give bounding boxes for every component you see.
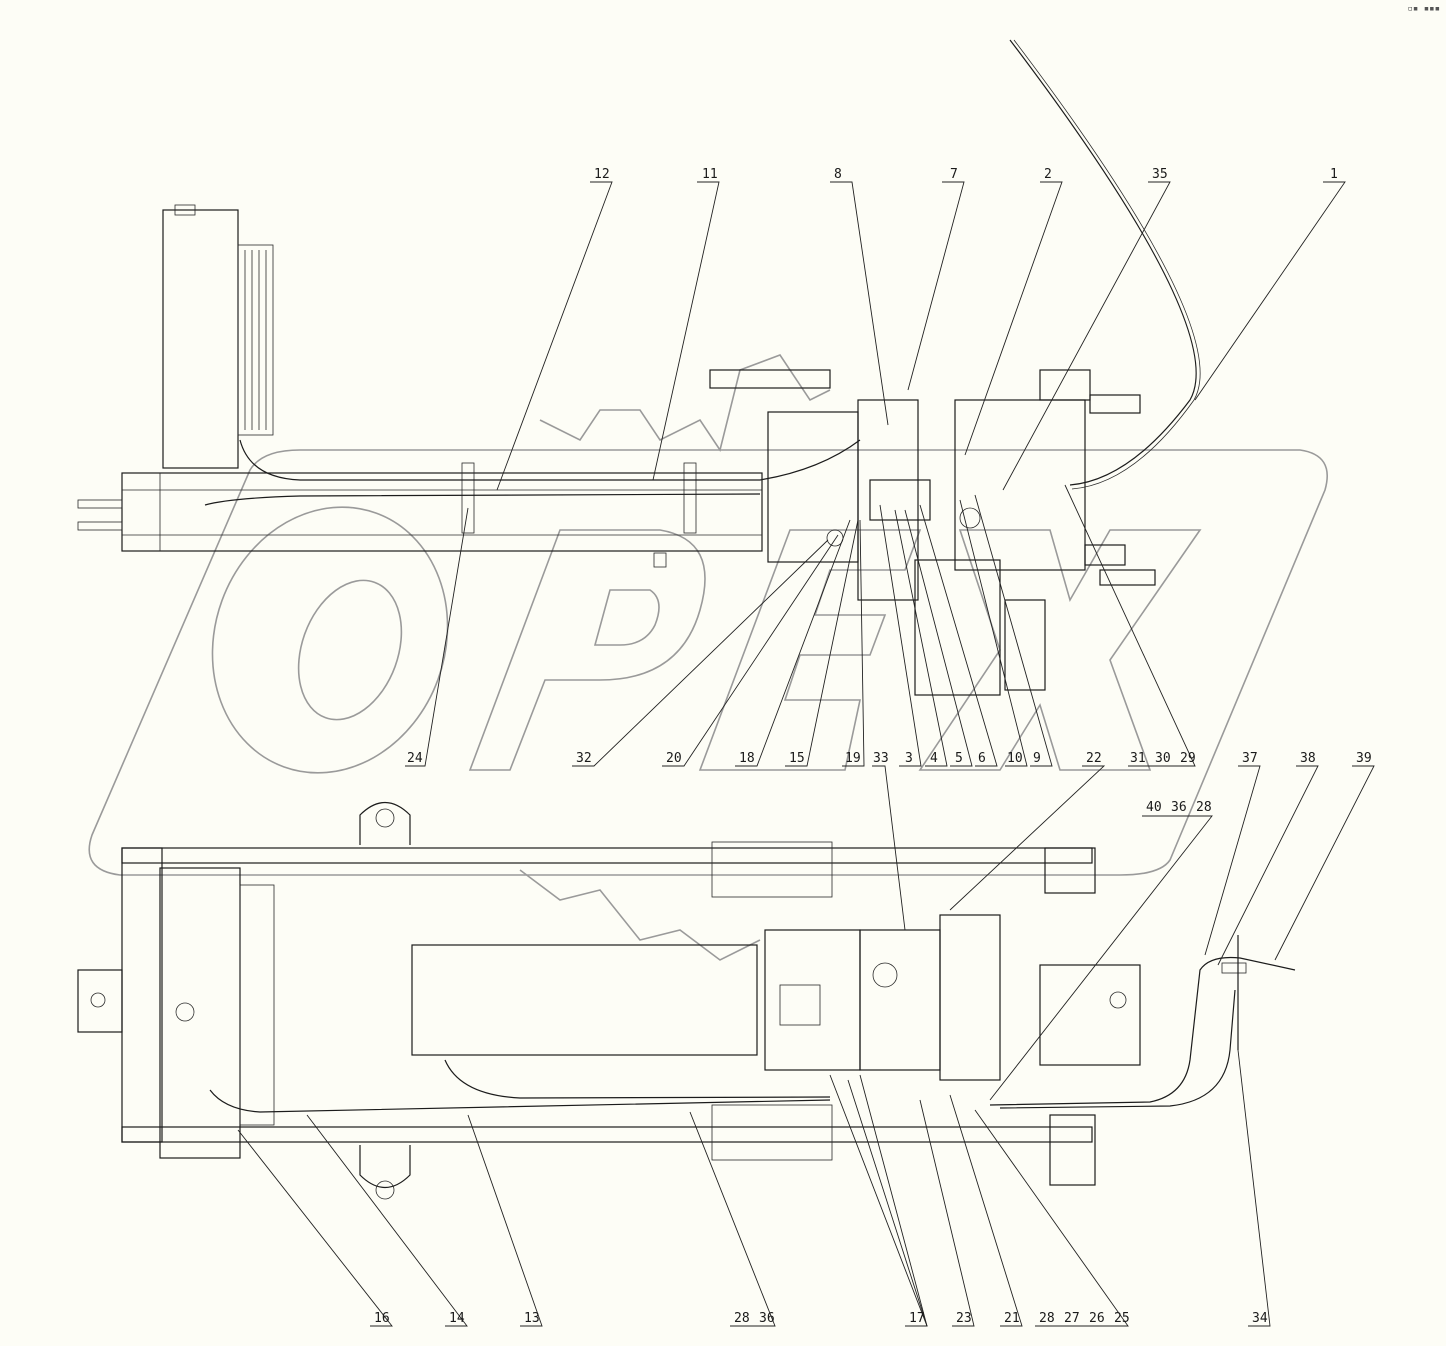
callout-7: 7 bbox=[950, 167, 958, 182]
callout-28-a: 28 bbox=[734, 1311, 750, 1326]
callout-25: 25 bbox=[1114, 1311, 1130, 1326]
callout-30: 30 bbox=[1155, 751, 1171, 766]
callout-2: 2 bbox=[1044, 167, 1052, 182]
callout-19: 19 bbox=[845, 751, 861, 766]
callout-13: 13 bbox=[524, 1311, 540, 1326]
callout-37: 37 bbox=[1242, 751, 1258, 766]
callout-14: 14 bbox=[449, 1311, 465, 1326]
callout-15: 15 bbox=[789, 751, 805, 766]
callout-20: 20 bbox=[666, 751, 682, 766]
callout-22: 22 bbox=[1086, 751, 1102, 766]
callout-5: 5 bbox=[955, 751, 963, 766]
callout-24: 24 bbox=[407, 751, 423, 766]
callout-28-b: 28 bbox=[1039, 1311, 1055, 1326]
corner-mark: ▫▪ ▪▪▪ bbox=[1407, 4, 1440, 14]
callout-9: 9 bbox=[1033, 751, 1041, 766]
callout-12: 12 bbox=[594, 167, 610, 182]
callout-32: 32 bbox=[576, 751, 592, 766]
callout-36-a: 36 bbox=[759, 1311, 775, 1326]
callout-27: 27 bbox=[1064, 1311, 1080, 1326]
callout-34: 34 bbox=[1252, 1311, 1268, 1326]
callout-40: 40 bbox=[1146, 800, 1162, 815]
callout-8: 8 bbox=[834, 167, 842, 182]
callout-38: 38 bbox=[1300, 751, 1316, 766]
side-view-assembly bbox=[77, 39, 1201, 696]
callout-3: 3 bbox=[905, 751, 913, 766]
callout-labels: 12 11 8 7 2 35 1 24 32 20 18 15 19 33 3 … bbox=[374, 167, 1372, 1326]
callout-23: 23 bbox=[956, 1311, 972, 1326]
callout-26: 26 bbox=[1089, 1311, 1105, 1326]
callout-4: 4 bbox=[930, 751, 938, 766]
watermark-logo bbox=[88, 354, 1328, 961]
callout-21: 21 bbox=[1004, 1311, 1020, 1326]
callout-17: 17 bbox=[909, 1311, 925, 1326]
callout-31: 31 bbox=[1130, 751, 1146, 766]
callout-10: 10 bbox=[1007, 751, 1023, 766]
callout-39: 39 bbox=[1356, 751, 1372, 766]
callout-36-upper: 36 bbox=[1171, 800, 1187, 815]
plan-view-assembly bbox=[77, 801, 1296, 1200]
callout-16: 16 bbox=[374, 1311, 390, 1326]
callout-18: 18 bbox=[739, 751, 755, 766]
callout-11: 11 bbox=[702, 167, 718, 182]
callout-33: 33 bbox=[873, 751, 889, 766]
callout-28-upper: 28 bbox=[1196, 800, 1212, 815]
callout-29: 29 bbox=[1180, 751, 1196, 766]
leader-lines bbox=[237, 181, 1375, 1327]
callout-1: 1 bbox=[1330, 167, 1338, 182]
callout-6: 6 bbox=[978, 751, 986, 766]
callout-35: 35 bbox=[1152, 167, 1168, 182]
